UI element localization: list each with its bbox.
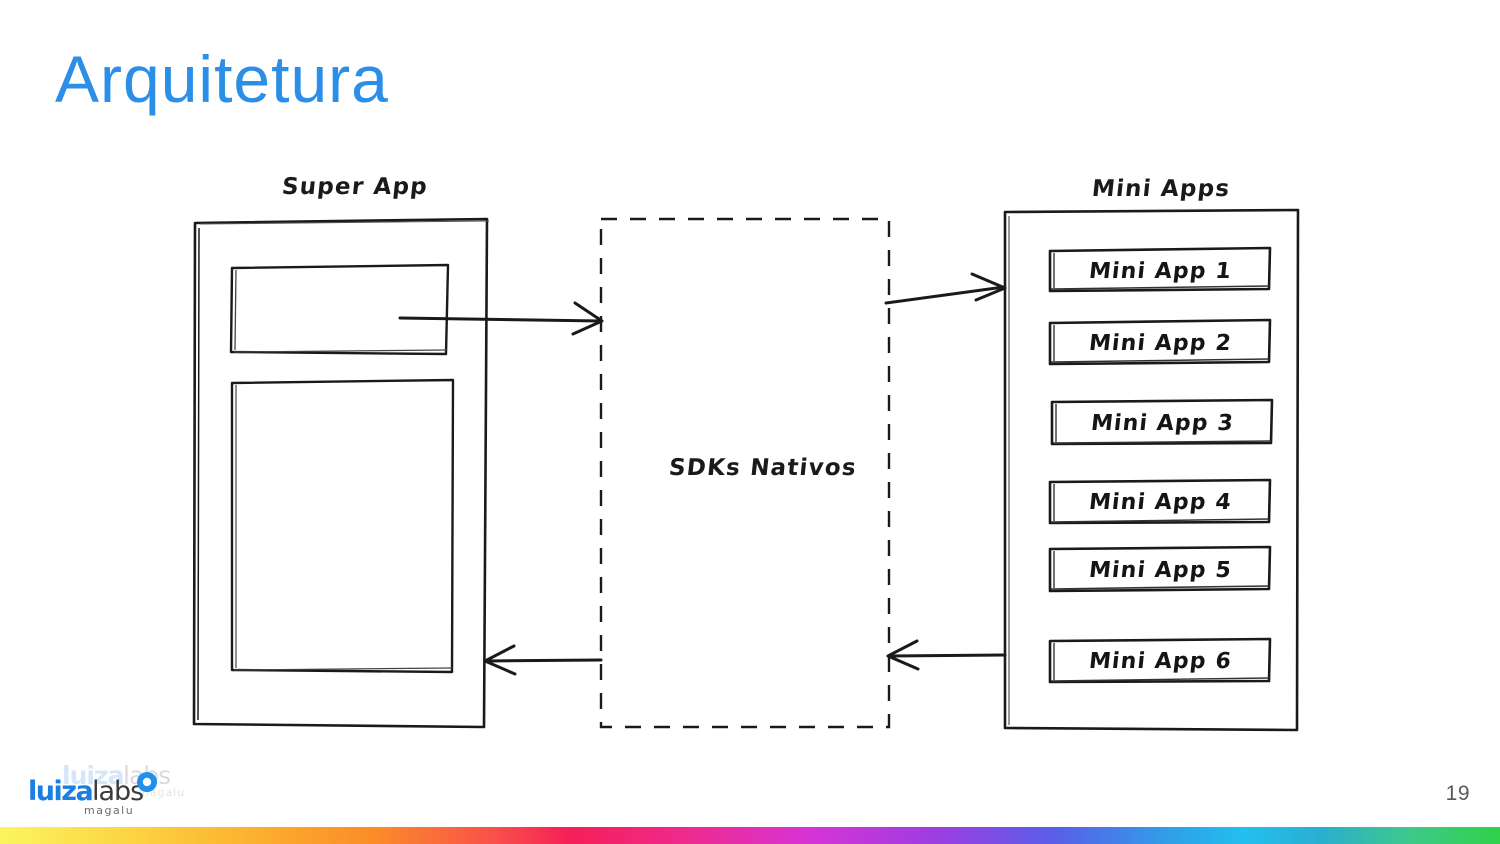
super-app-top-panel xyxy=(229,263,450,356)
super-app-body-panel xyxy=(230,378,455,674)
mini-app-row-4[interactable]: Mini App 4 xyxy=(1050,481,1270,523)
mini-app-label-6: Mini App 6 xyxy=(1087,648,1233,674)
arrow-sdks-to-super-app xyxy=(483,644,603,676)
sdks-nativos-label: SDKs Nativos xyxy=(667,455,859,481)
mini-app-label-4: Mini App 4 xyxy=(1087,489,1233,515)
mini-app-row-1[interactable]: Mini App 1 xyxy=(1050,250,1270,292)
mini-app-label-1: Mini App 1 xyxy=(1087,258,1233,284)
logo-tagline: magalu xyxy=(84,804,134,817)
mini-app-row-2[interactable]: Mini App 2 xyxy=(1050,322,1270,364)
logo-primary-text: luiza xyxy=(28,776,92,807)
mini-app-row-3[interactable]: Mini App 3 xyxy=(1052,402,1272,444)
luizalabs-logo: luiza labs magalu luiza labs magalu xyxy=(28,761,184,817)
mini-app-label-2: Mini App 2 xyxy=(1087,330,1233,356)
arrow-sdks-to-mini-apps xyxy=(884,272,1007,305)
super-app-label: Super App xyxy=(280,174,430,200)
rainbow-footer-bar xyxy=(0,827,1500,844)
logo-dot-inner-icon xyxy=(142,777,152,787)
svg-text:luiza: luiza xyxy=(62,761,123,790)
sdks-nativos-box xyxy=(599,217,891,729)
mini-apps-label: Mini Apps xyxy=(1090,176,1232,202)
page-title: Arquitetura xyxy=(55,42,389,116)
arrow-mini-apps-to-sdks xyxy=(886,639,1007,671)
page-number: 19 xyxy=(1445,782,1470,805)
mini-app-label-3: Mini App 3 xyxy=(1089,410,1235,436)
mini-app-label-5: Mini App 5 xyxy=(1087,557,1233,583)
logo-secondary-text: labs xyxy=(92,776,143,807)
mini-app-row-6[interactable]: Mini App 6 xyxy=(1050,640,1270,682)
mini-app-row-5[interactable]: Mini App 5 xyxy=(1050,549,1270,591)
